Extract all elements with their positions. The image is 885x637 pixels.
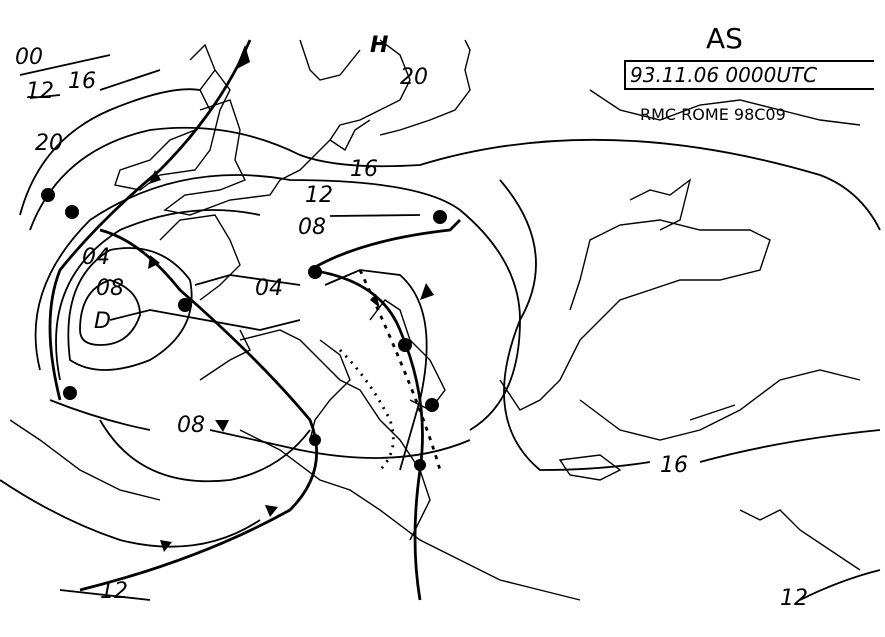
isobar-label: 08 (298, 215, 326, 240)
isobar-label: 12 (305, 183, 333, 208)
isobar-label: 16 (68, 69, 96, 94)
isobar-label: 12 (100, 579, 128, 604)
isobar-label: 12 (780, 586, 808, 611)
chart-source: RMC ROME 98C09 (640, 105, 786, 124)
isobar-label: 04 (255, 276, 283, 301)
coastlines (9, 39, 861, 601)
isobar-label: 16 (660, 453, 688, 478)
isobar-label: 08 (177, 413, 205, 438)
high-pressure-label: H (370, 33, 388, 58)
isobar-label: 16 (350, 157, 378, 182)
fronts (41, 39, 461, 601)
isobars (0, 54, 881, 601)
isobar-label: 00 (15, 45, 43, 70)
isobar-label: 20 (35, 131, 63, 156)
isobar-label: 12 (26, 79, 54, 104)
low-pressure-label: D (94, 309, 111, 334)
chart-title: AS (706, 22, 743, 55)
chart-datetime: 93.11.06 0000UTC (624, 60, 874, 90)
isobar-label: 04 (82, 245, 110, 270)
isobar-label: 08 (96, 276, 124, 301)
isobar-label: 20 (400, 65, 428, 90)
isobar-labels: 00 12 16 20 20 16 12 08 04 04 08 08 16 1… (15, 33, 808, 611)
